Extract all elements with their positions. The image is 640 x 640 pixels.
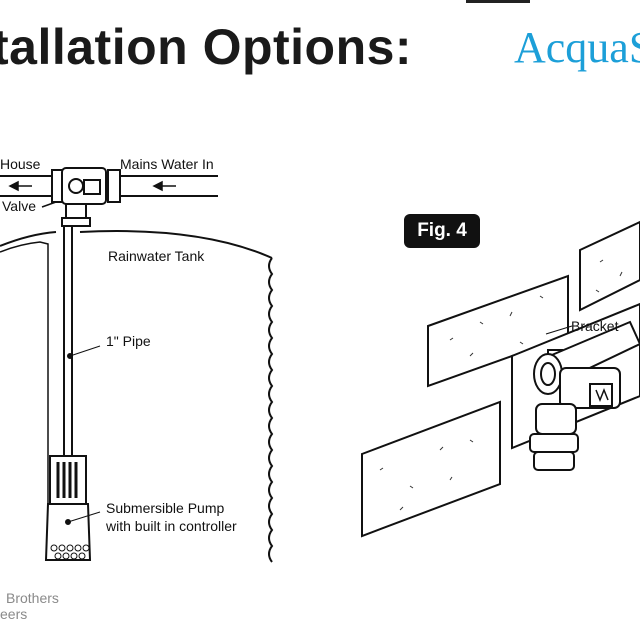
brick-panel-upper-right	[579, 220, 640, 312]
pump-label-line2: with built in controller	[106, 518, 237, 534]
figure-label: Fig. 4	[404, 214, 480, 248]
top-rule	[466, 0, 530, 3]
rainwater-tank	[0, 230, 274, 563]
pump-label-line1: Submersible Pump	[106, 500, 225, 516]
wall-mounted-valve	[529, 320, 640, 471]
acquasaver-logo: AcquaS	[514, 23, 640, 72]
mains-water-label: Mains Water In	[120, 156, 214, 172]
bracket-leader	[545, 325, 573, 335]
footer-company-line1: Brothers	[6, 590, 59, 606]
pipe-label: 1" Pipe	[106, 333, 151, 349]
tank-label: Rainwater Tank	[108, 248, 205, 264]
leader-lines	[65, 345, 101, 525]
plumbing-assembly	[0, 167, 218, 456]
valve-label: Valve	[2, 198, 36, 214]
house-label: House	[0, 156, 41, 172]
brick-panel-lower-left	[361, 400, 501, 538]
submersible-pump	[44, 455, 92, 561]
footer-company-line2: eers	[0, 606, 28, 622]
flow-arrows	[8, 180, 176, 208]
page-title: tallation Options:	[0, 19, 413, 75]
bracket-label: Bracket	[571, 318, 619, 334]
